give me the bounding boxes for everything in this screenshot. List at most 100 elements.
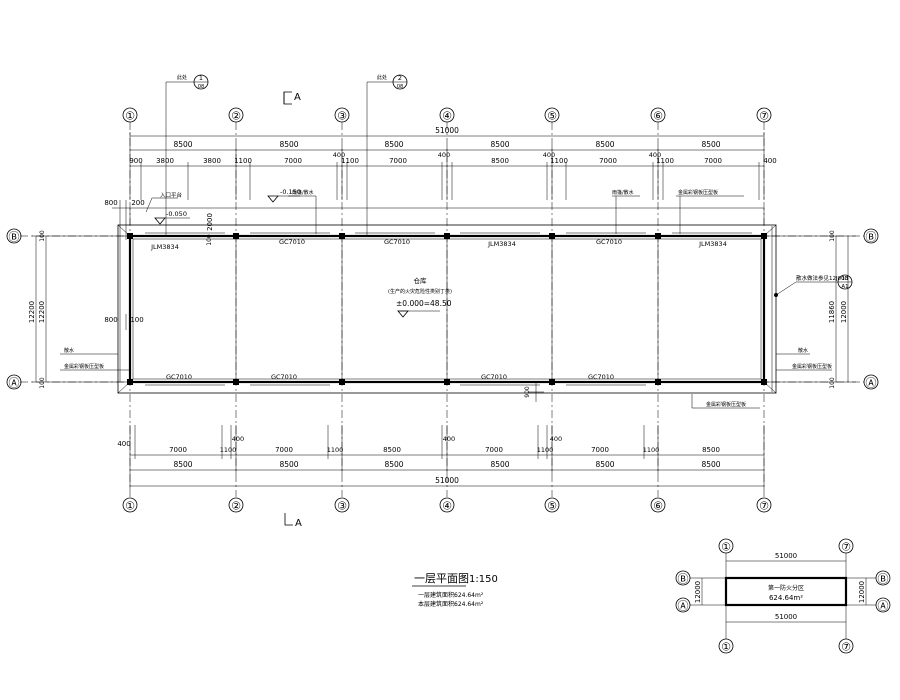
key-row-label: Ⓑ (678, 573, 689, 586)
detail-ref-num: 1B (841, 276, 848, 282)
dim-text: 8500 (384, 140, 403, 149)
right-dimensions: 100 11860 12000 100 (764, 230, 856, 389)
dim-text: 7000 (169, 446, 187, 454)
grid-row-label: Ⓑ (866, 231, 877, 244)
section-mark-bottom: A (284, 513, 302, 529)
key-plan: ① ⑦ ① ⑦ Ⓑ Ⓐ Ⓑ Ⓐ 51000 51000 12000 12000 … (675, 538, 891, 654)
dim-text: 400 (543, 151, 555, 159)
grid-col-label: ④ (442, 110, 452, 123)
grid-row-label: Ⓐ (866, 377, 877, 390)
bottom-axis-bubbles: ① ② ③ ④ ⑤ ⑥ ⑦ (122, 497, 772, 513)
wall-note: 金属彩钢板压型板 (706, 401, 746, 408)
dim-text: 12200 (28, 301, 36, 323)
scale-text: 1:150 (469, 574, 498, 585)
wall-note: 雨篷/散水 (292, 189, 314, 196)
opening-label: GC7010 (279, 238, 305, 246)
wall-note: 散水 (64, 347, 74, 354)
key-dim: 12000 (694, 581, 702, 603)
bottom-dimensions: 400 7000 400 1100 7000 1100 8500 400 700… (117, 425, 765, 490)
section-label: A (294, 92, 301, 103)
dim-text: 400 (763, 157, 776, 165)
dim-text: 51000 (435, 126, 459, 135)
room-label: 仓库 (生产的火灾危险性类别丁类) (388, 276, 452, 295)
dim-text: 11860 (828, 301, 836, 323)
detail-ref-1: 此处 1 08 (165, 74, 209, 236)
opening-labels: JLM3834 GC7010 GC7010 JLM3834 GC7010 JLM… (150, 238, 727, 381)
key-dim: 51000 (775, 552, 797, 560)
dim-text: 8500 (383, 446, 401, 454)
opening-label: GC7010 (271, 373, 297, 381)
dim-text: 100 (39, 230, 46, 242)
key-row-label: Ⓐ (878, 600, 889, 613)
dim-text: 8500 (701, 460, 720, 469)
key-dim: 12000 (858, 581, 866, 603)
dim-text: 8500 (490, 460, 509, 469)
side-axis-bubbles: Ⓑ Ⓐ Ⓑ Ⓐ (6, 228, 879, 390)
detail-ref-num: 1 (199, 74, 203, 82)
grid-col-label: ⑥ (653, 500, 663, 513)
wall-note: 金属彩钢板压型板 (678, 189, 718, 196)
key-col-label: ① (721, 641, 731, 654)
detail-ref-label: 此处 (377, 74, 387, 81)
grid-col-label: ③ (337, 500, 347, 513)
detail-ref-sheet: A1 (841, 284, 848, 290)
dim-text: 51000 (435, 476, 459, 485)
key-area: 624.64m² (769, 594, 803, 602)
dim-text: 8500 (490, 140, 509, 149)
dim-text: 7000 (389, 157, 407, 165)
dim-text: 400 (438, 151, 450, 159)
dim-text: 8500 (701, 140, 720, 149)
opening-label: JLM3834 (698, 240, 727, 248)
detail-ref-label: 散水做法参见12J003 (796, 274, 849, 282)
dim-text: 1100 (234, 157, 252, 165)
dim-text: 800 (104, 316, 117, 324)
dim-text: 12000 (840, 301, 848, 323)
dim-text: 900 (524, 386, 531, 398)
key-row-label: Ⓑ (878, 573, 889, 586)
dim-text: 1100 (341, 157, 359, 165)
elev-label: -0.150 (280, 188, 301, 196)
elevation-marks: -0.150 -0.050 入口平台 ±0.000=48.50 (145, 188, 452, 318)
dim-text: 400 (232, 435, 244, 443)
wall-note: 散水 (798, 347, 808, 354)
dim-text: 100 (130, 316, 143, 324)
dim-text: 800 (104, 199, 117, 207)
grid-col-label: ⑥ (653, 110, 663, 123)
dim-text: 400 (117, 440, 130, 448)
building-outline (117, 208, 777, 394)
key-col-label: ⑦ (841, 641, 851, 654)
grid-row-label: Ⓑ (9, 231, 20, 244)
dim-text: 200 (131, 199, 144, 207)
grid-col-label: ② (231, 500, 241, 513)
dim-text: 2000 (206, 213, 214, 231)
elev-label: -0.050 (166, 210, 187, 218)
dim-text: 7000 (284, 157, 302, 165)
dim-text: 400 (443, 435, 455, 443)
dim-text: 100 (829, 230, 836, 242)
opening-label: GC7010 (481, 373, 507, 381)
elev-label: ±0.000=48.50 (396, 299, 452, 308)
detail-ref-2: 此处 2 08 (366, 74, 408, 236)
wall-note: 金属彩钢板压型板 (792, 363, 832, 370)
room-note: (生产的火灾危险性类别丁类) (388, 288, 452, 295)
area-value: 624.64m² (454, 601, 484, 608)
dim-text: 8500 (702, 446, 720, 454)
opening-label: GC7010 (166, 373, 192, 381)
detail-ref-num: 2 (398, 74, 402, 82)
dim-text: 7000 (485, 446, 503, 454)
section-label: A (295, 518, 302, 529)
dim-text: 1100 (550, 157, 568, 165)
top-axis-bubbles: ① ② ③ ④ ⑤ ⑥ ⑦ (122, 107, 772, 123)
dim-text: 8500 (384, 460, 403, 469)
dim-text: 12200 (38, 301, 46, 323)
section-mark-top: A (283, 91, 301, 105)
opening-label: JLM3834 (150, 243, 179, 251)
key-col-label: ① (721, 541, 731, 554)
wall-note: 金属彩钢板压型板 (64, 363, 104, 370)
grid-col-label: ① (125, 500, 135, 513)
dim-text: 8500 (279, 460, 298, 469)
grid-row-label: Ⓐ (9, 377, 20, 390)
detail-ref-label: 此处 (177, 74, 187, 81)
key-col-label: ⑦ (841, 541, 851, 554)
